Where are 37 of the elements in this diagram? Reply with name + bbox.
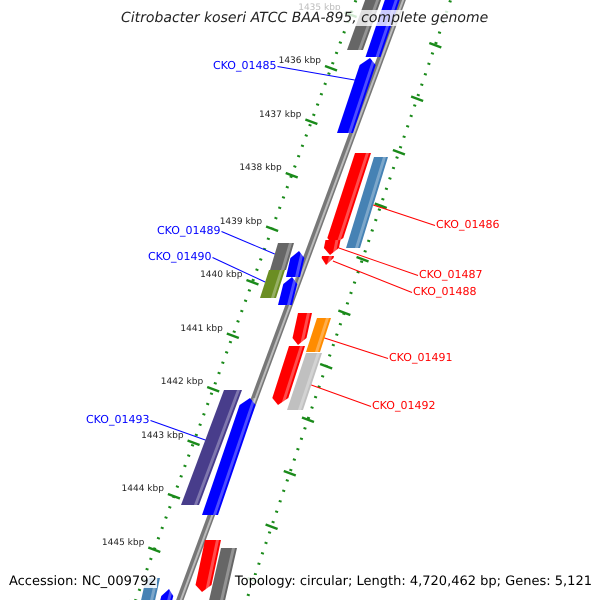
leader-line <box>150 420 206 440</box>
scale-label: 1442 kbp <box>160 378 204 387</box>
scale-label: 1441 kbp <box>180 324 223 334</box>
scale-label: 1437 kbp <box>258 110 302 120</box>
gene-bar <box>270 243 294 270</box>
gene-label: CKO_01491 <box>389 352 452 363</box>
gene-label: CKO_01492 <box>372 400 436 411</box>
scale-label: 1436 kbp <box>278 57 321 66</box>
leader-line <box>277 66 356 80</box>
scale-label: 1443 kbp <box>141 432 184 440</box>
gene-label: CKO_01490 <box>148 251 212 262</box>
leader-line <box>324 338 388 359</box>
gene-bar <box>260 270 285 298</box>
gene-label: CKO_01486 <box>436 219 500 230</box>
gene-label: CKO_01488 <box>413 286 476 297</box>
gene-label: CKO_01485 <box>213 60 276 71</box>
scale-label: 1444 kbp <box>122 485 164 494</box>
gene-label: CKO_01487 <box>419 269 482 280</box>
scale-label: 1435 kbp <box>298 4 341 12</box>
gene-bar <box>322 256 334 265</box>
leader-line <box>332 260 412 293</box>
gene-label: CKO_01493 <box>86 414 150 425</box>
leader-line <box>221 231 276 254</box>
gene-bar <box>337 58 376 133</box>
gene-bar <box>306 318 331 352</box>
gene-bar <box>181 390 242 505</box>
gene-bar <box>287 353 322 410</box>
scale-label: 1445 kbp <box>102 538 144 548</box>
scale-label: 1438 kbp <box>239 164 282 173</box>
scale-label: 1439 kbp <box>220 218 262 226</box>
gene-label: CKO_01489 <box>157 225 220 236</box>
leader-line <box>212 257 266 282</box>
leader-line <box>338 248 418 276</box>
gene-bar <box>346 157 388 248</box>
scale-label: 1440 kbp <box>200 271 242 280</box>
leader-line <box>310 384 372 407</box>
leader-line <box>372 204 436 226</box>
